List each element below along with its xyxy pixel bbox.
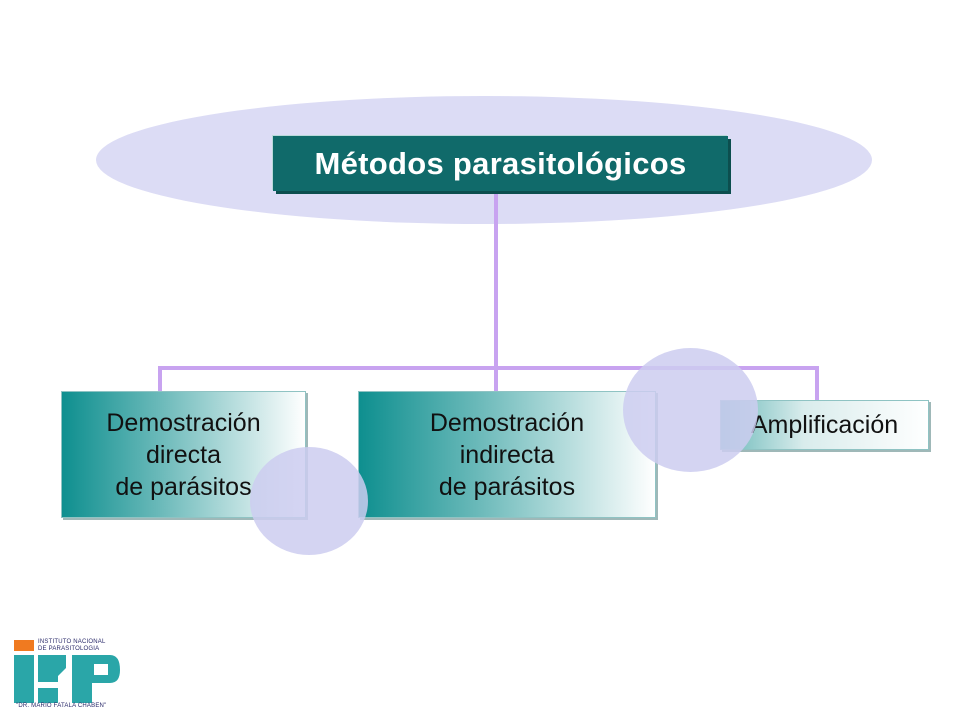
- connector-vertical-main: [494, 191, 498, 369]
- node-indirect-label: Demostración indirecta de parásitos: [429, 408, 585, 501]
- logo-text-line1: INSTITUTO NACIONAL: [38, 639, 106, 645]
- logo-text-line3: "DR. MARIO FATALA CHABEN": [16, 703, 107, 709]
- connector-drop-middle: [494, 366, 498, 391]
- logo-text-line2: DE PARASITOLOGIA: [38, 646, 100, 652]
- diagram-title-text: Métodos parasitológicos: [314, 145, 687, 181]
- node-direct-label: Demostración directa de parásitos: [106, 408, 261, 501]
- diagram-title: Métodos parasitológicos: [273, 136, 728, 191]
- decor-circle-right: [623, 348, 758, 472]
- connector-horizontal: [158, 366, 819, 370]
- inp-logo-mark: [14, 640, 120, 703]
- inp-logo: INSTITUTO NACIONAL DE PARASITOLOGIA "DR.…: [14, 638, 129, 710]
- decor-circle-left: [250, 447, 368, 555]
- node-indirect-demonstration: Demostración indirecta de parásitos: [358, 391, 656, 518]
- connector-drop-left: [158, 366, 162, 391]
- node-amplification-label: Amplificación: [750, 411, 899, 439]
- connector-drop-right: [815, 366, 819, 400]
